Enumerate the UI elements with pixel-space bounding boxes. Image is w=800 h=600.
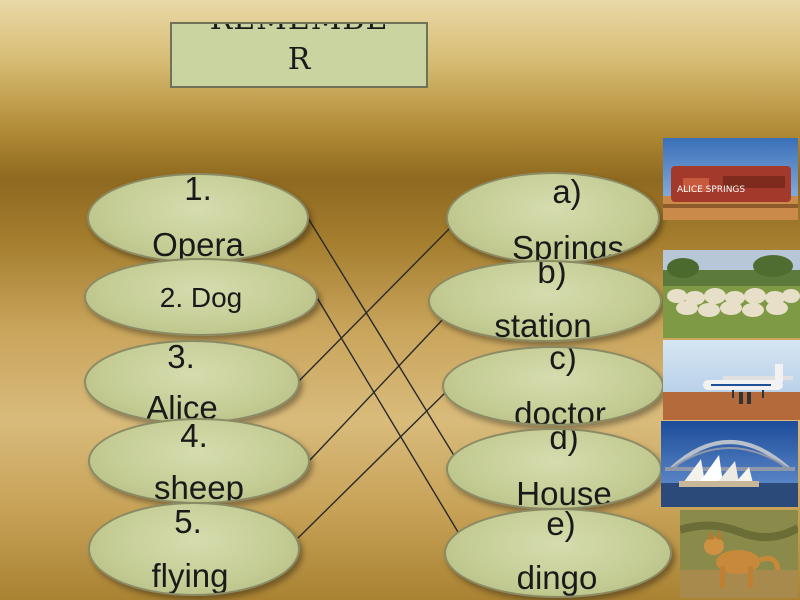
left-oval-opera[interactable]: 1. Opera <box>87 173 309 263</box>
right-oval-house-letter: d) <box>549 428 579 456</box>
left-oval-sheep-num: 4. <box>180 418 208 454</box>
right-oval-doctor[interactable]: c) doctor <box>442 346 664 426</box>
sydney-opera-house-photo <box>661 421 798 507</box>
title-line-1: REMEMBE <box>172 24 426 37</box>
left-oval-sheep[interactable]: 4. sheep <box>88 418 310 504</box>
left-oval-dog[interactable]: 2. Dog <box>84 258 318 336</box>
line-dog-dingo <box>315 295 459 533</box>
sheep-photo <box>663 250 800 338</box>
right-oval-doctor-word: doctor <box>514 395 606 426</box>
left-oval-opera-num: 1. <box>184 173 212 207</box>
line-alice-springs <box>297 225 453 383</box>
right-oval-dingo[interactable]: e) dingo <box>444 508 672 598</box>
right-oval-dingo-letter: e) <box>546 508 576 542</box>
right-oval-house-word: House <box>516 475 612 510</box>
alice-springs-sign-text: ALICE SPRINGS <box>677 185 745 195</box>
left-oval-sheep-word: sheep <box>154 469 244 504</box>
right-oval-springs[interactable]: a) Springs <box>446 172 660 264</box>
flying-doctor-plane-photo <box>663 340 800 420</box>
left-oval-opera-word: Opera <box>152 226 244 263</box>
right-oval-doctor-letter: c) <box>549 346 577 376</box>
left-oval-alice[interactable]: 3. Alice <box>84 340 300 424</box>
line-opera-house <box>307 217 459 463</box>
title-line-2: R <box>287 42 311 77</box>
title-box: REMEMBE R <box>170 22 428 88</box>
left-oval-flying[interactable]: 5. flying <box>88 502 300 596</box>
right-oval-springs-letter: a) <box>552 173 582 210</box>
left-oval-alice-num: 3. <box>167 340 195 375</box>
left-oval-alice-word: Alice <box>146 389 218 424</box>
left-oval-flying-num: 5. <box>174 503 202 540</box>
line-flying-doctor <box>297 387 451 539</box>
right-oval-station[interactable]: b) station <box>428 260 662 342</box>
line-sheep-station <box>309 315 447 461</box>
left-oval-flying-word: flying <box>151 557 229 594</box>
right-oval-station-word: station <box>494 307 592 342</box>
right-oval-springs-word: Springs <box>512 229 624 264</box>
alice-springs-sign-photo: ALICE SPRINGS <box>663 138 798 220</box>
right-oval-house[interactable]: d) House <box>446 428 662 510</box>
left-oval-dog-text: 2. Dog <box>159 282 243 313</box>
right-oval-dingo-word: dingo <box>516 559 598 596</box>
right-oval-station-letter: b) <box>537 260 567 290</box>
dingo-photo <box>680 510 798 598</box>
